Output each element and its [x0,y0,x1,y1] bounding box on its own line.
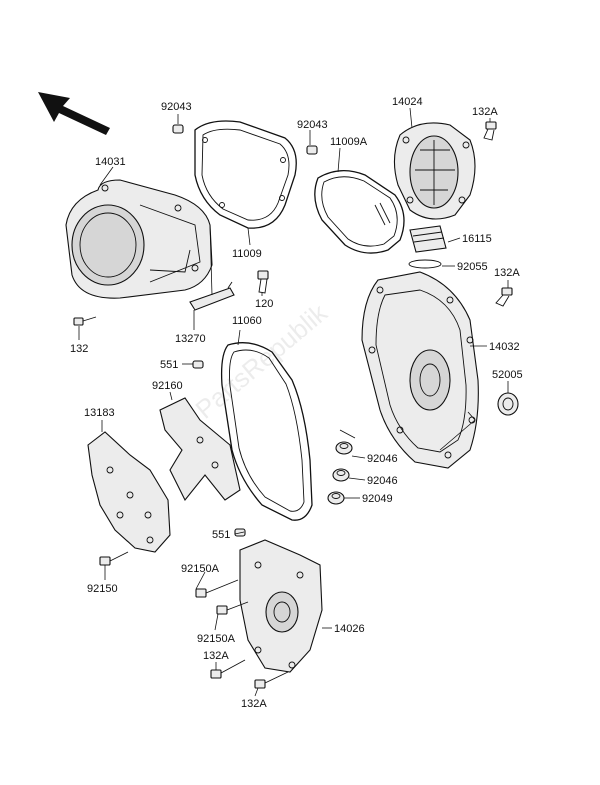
label-92150A-upper: 92150A [181,563,220,575]
label-92055: 92055 [457,261,488,273]
label-14031: 14031 [95,156,126,168]
label-551-top: 551 [160,359,178,371]
label-132A-mid: 132A [494,267,520,279]
label-13270: 13270 [175,333,206,345]
leader-lines [78,107,509,697]
label-120: 120 [255,298,273,310]
label-13183: 13183 [84,407,115,419]
bushing-92046-lower[interactable] [332,468,350,482]
bolt-92150A-lower[interactable] [216,601,249,615]
bolt-92150A-upper[interactable] [195,579,239,598]
oil-seal-52005[interactable] [497,392,519,416]
filler-cap-16115[interactable] [409,225,447,253]
label-92043-left: 92043 [161,101,192,113]
bolt-132[interactable] [73,316,97,326]
label-92150A-lower: 92150A [197,633,236,645]
label-92046-lower: 92046 [367,475,398,487]
clutch-cover-14032[interactable] [361,271,479,469]
label-92043-right: 92043 [297,119,328,131]
label-14024: 14024 [392,96,423,108]
dowel-pin-551-top[interactable] [192,360,204,369]
label-132A-bottom-left: 132A [203,650,229,662]
bushing-92046-upper[interactable] [335,441,353,455]
label-551-bottom: 551 [212,529,230,541]
label-92046-upper: 92046 [367,453,398,465]
label-11009A: 11009A [330,136,368,148]
plate-13183[interactable] [87,431,171,553]
label-132A-bottom-right: 132A [241,698,267,710]
label-132: 132 [70,343,88,355]
label-92150: 92150 [87,583,118,595]
label-11009: 11009 [232,248,262,260]
cover-14026[interactable] [239,539,323,673]
gasket-11009[interactable] [194,120,297,229]
o-ring-92055[interactable] [408,259,442,269]
dowel-pin-92043-right[interactable] [306,145,318,155]
bolt-132A-top[interactable] [483,121,497,141]
front-direction-arrow-icon [38,92,110,135]
dowel-pin-92043-left[interactable] [172,124,184,134]
label-14026: 14026 [334,623,365,635]
gasket-11060[interactable] [220,342,313,521]
label-14032: 14032 [489,341,520,353]
bracket-13270[interactable] [189,281,235,311]
label-16115: 16115 [462,233,492,245]
bolt-132A-mid[interactable] [495,287,513,307]
gasket-11009A[interactable] [314,170,405,254]
bolt-132A-bottom-right[interactable] [254,671,289,689]
label-11060: 11060 [232,315,262,327]
plate-92160[interactable] [159,397,241,502]
label-52005: 52005 [492,369,523,381]
label-92160: 92160 [152,380,183,392]
label-132A-top: 132A [472,106,498,118]
bolt-120[interactable] [257,270,269,294]
label-92049: 92049 [362,493,393,505]
part-labels: 92043 92043 14024 132A 14031 11009A 1100… [70,96,523,710]
clutch-cover-14024[interactable] [393,122,476,220]
bushing-92049[interactable] [327,491,345,505]
alternator-cover-14031[interactable] [65,179,213,299]
bolt-92150[interactable] [99,551,129,566]
